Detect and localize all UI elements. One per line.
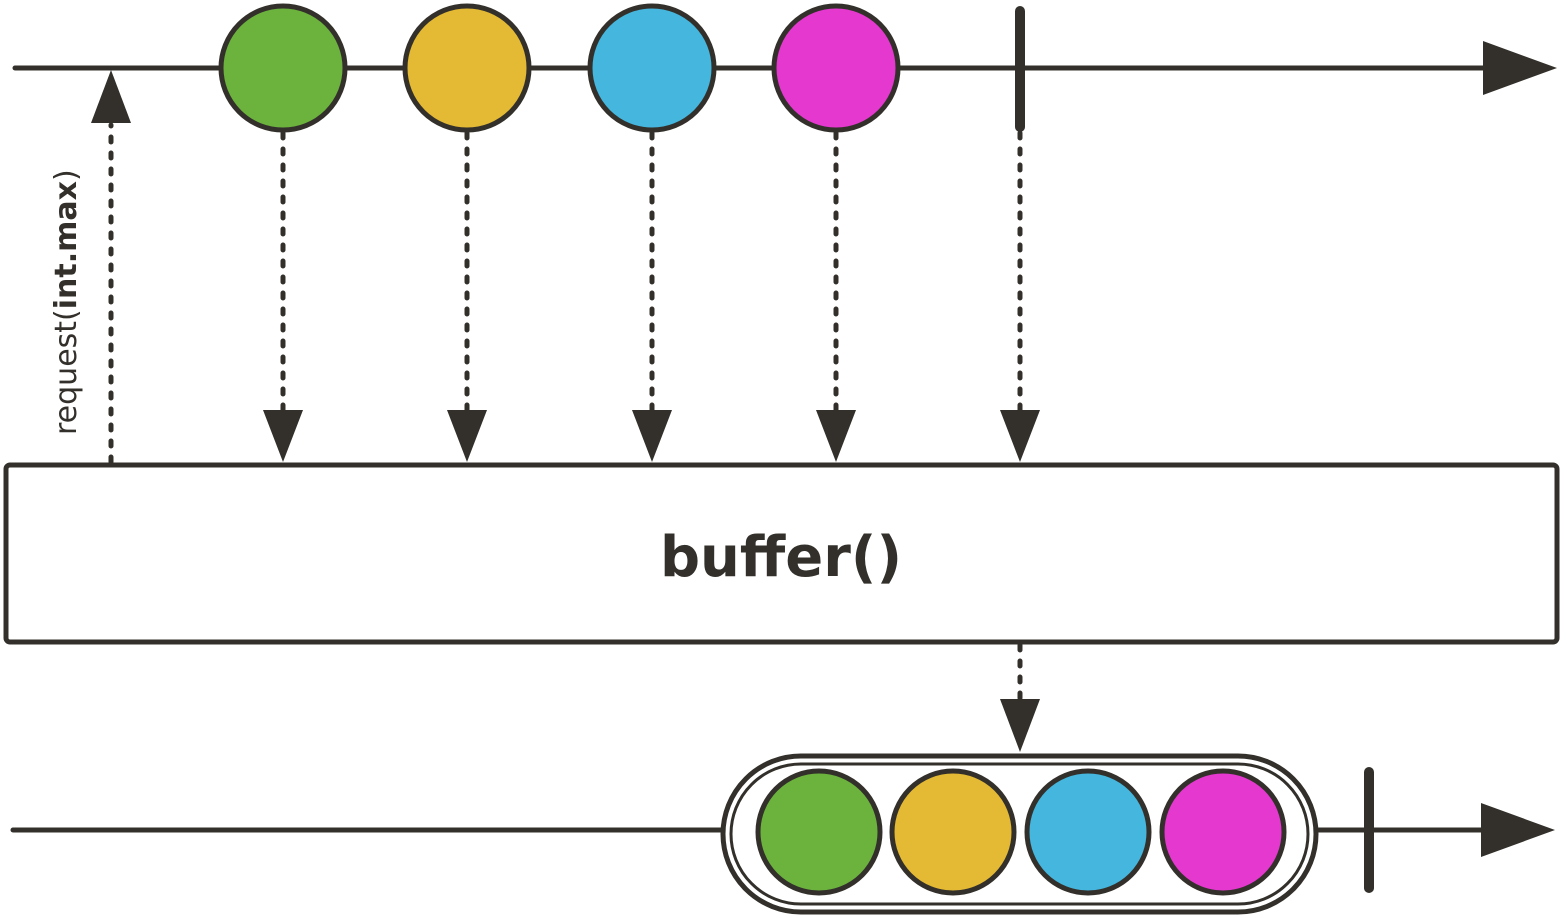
source-timeline-arrowhead [1483, 41, 1557, 95]
emission-arrowhead [447, 410, 487, 462]
source-marbles [218, 3, 901, 133]
item-emission-arrow [632, 130, 672, 462]
source-marble-magenta [771, 3, 901, 133]
output-timeline-arrowhead [1481, 803, 1555, 857]
operator-box-frame [3, 462, 1560, 645]
source-marble-blue [587, 3, 717, 133]
buffered-marble-yellow [889, 768, 1017, 896]
buffer-container [720, 753, 1319, 915]
emission-arrowhead [263, 410, 303, 462]
output-emission-arrow [1000, 642, 1040, 752]
operator-box: buffer() [3, 462, 1560, 645]
emission-arrowhead [632, 410, 672, 462]
operator-label: buffer() [660, 525, 902, 590]
source-emission-arrows [263, 130, 1040, 462]
request-label-suffix: ) [49, 169, 84, 181]
buffer-container-inner [729, 762, 1310, 906]
emission-arrowhead [816, 410, 856, 462]
request-arrow-head [91, 70, 131, 123]
completion-emission-arrow [1000, 130, 1040, 462]
source-marble-green [218, 3, 348, 133]
request-label-arg: int.max [49, 181, 84, 309]
request-label-prefix: request( [49, 309, 84, 435]
request-label: request(int.max) [49, 169, 84, 435]
emission-arrowhead [1000, 410, 1040, 462]
item-emission-arrow [447, 130, 487, 462]
buffered-marbles [755, 768, 1287, 896]
source-marble-yellow [402, 3, 532, 133]
item-emission-arrow [263, 130, 303, 462]
buffered-marble-magenta [1159, 768, 1287, 896]
item-emission-arrow [816, 130, 856, 462]
request-arrow [91, 70, 131, 465]
output-emission-arrowhead [1000, 699, 1040, 752]
buffered-marble-blue [1024, 768, 1152, 896]
buffered-marble-green [755, 768, 883, 896]
